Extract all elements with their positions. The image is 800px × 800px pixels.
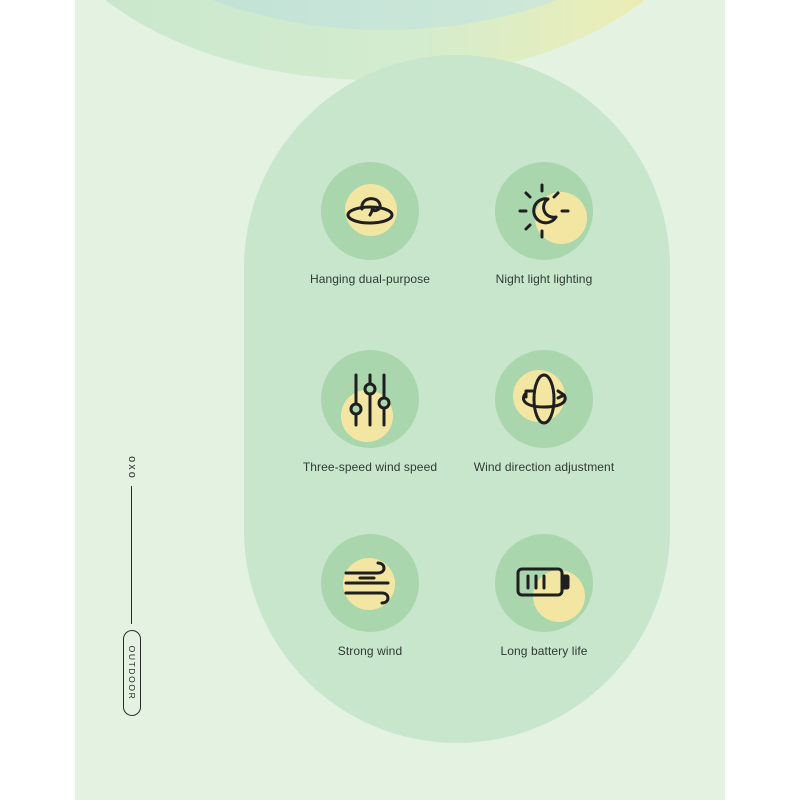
- feature-capsule: [244, 55, 670, 743]
- feature-label: Wind direction adjustment: [473, 460, 615, 474]
- outdoor-tag: OUTDOOR: [123, 630, 141, 716]
- feature-battery: Long battery life: [434, 534, 654, 658]
- feature-hanging: Hanging dual-purpose: [260, 162, 480, 286]
- moon-sun-icon: [518, 183, 570, 239]
- outdoor-tag-label: OUTDOOR: [127, 645, 137, 701]
- battery-icon: [516, 567, 570, 597]
- feature-label: Night light lighting: [495, 272, 593, 286]
- sliders-icon: [349, 373, 391, 427]
- hanging-hook-icon: [346, 197, 394, 225]
- wind-icon: [344, 561, 390, 605]
- rotation-icon: [521, 373, 567, 425]
- accent-dot: [535, 192, 587, 244]
- feature-night-light: Night light lighting: [434, 162, 654, 286]
- background-panel: [75, 0, 725, 800]
- side-divider: [131, 486, 133, 624]
- brand-name: oxo: [126, 456, 138, 480]
- side-brand-bar: oxo OUTDOOR: [120, 450, 144, 716]
- feature-three-speed: Three-speed wind speed: [260, 350, 480, 474]
- feature-label: Strong wind: [337, 644, 403, 658]
- feature-wind-direction: Wind direction adjustment: [434, 350, 654, 474]
- feature-label: Three-speed wind speed: [302, 460, 438, 474]
- feature-label: Hanging dual-purpose: [309, 272, 431, 286]
- feature-strong-wind: Strong wind: [260, 534, 480, 658]
- feature-label: Long battery life: [500, 644, 588, 658]
